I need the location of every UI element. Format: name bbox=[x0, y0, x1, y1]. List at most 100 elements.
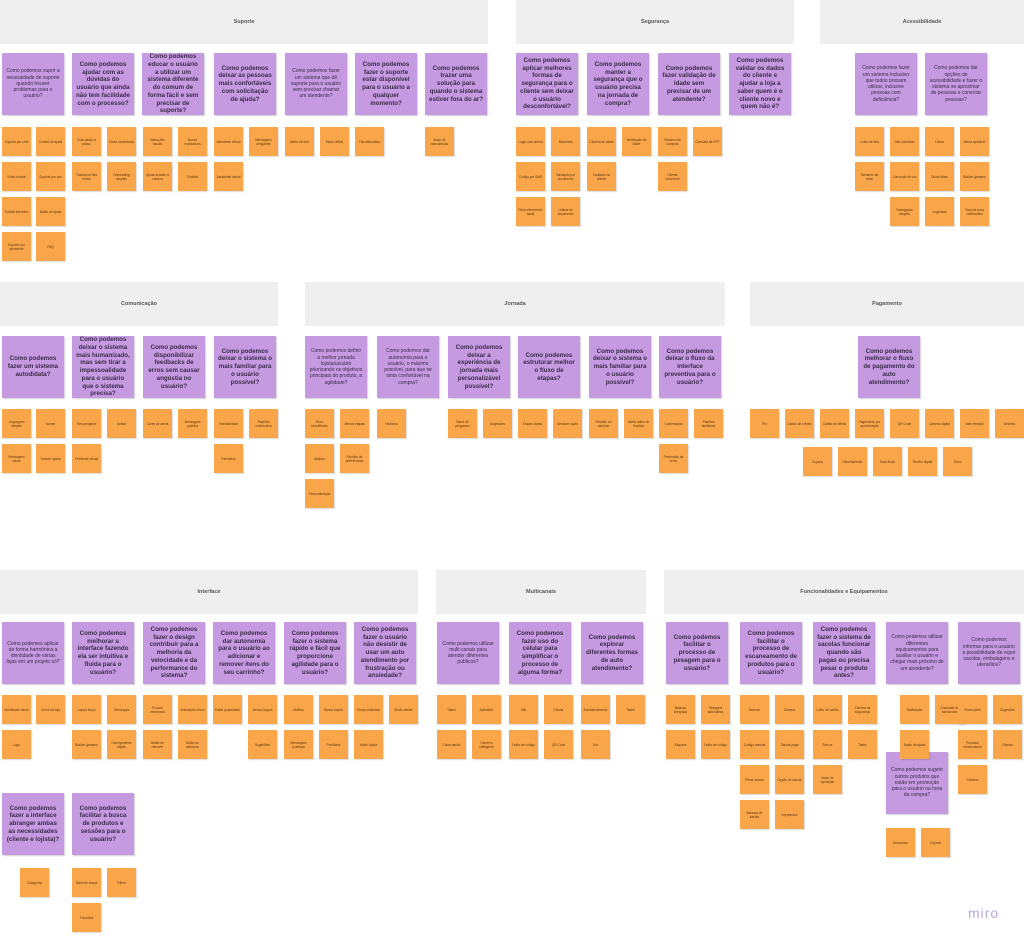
answer-note-pag[interactable]: Recibo digital bbox=[908, 447, 937, 476]
question-note-seg4[interactable]: Como podemos validar os dados do cliente… bbox=[729, 53, 791, 115]
answer-note-int[interactable]: Poucos elementos bbox=[143, 695, 172, 724]
answer-note-sup[interactable]: Guia passo a passo bbox=[72, 127, 101, 156]
question-note-int4[interactable]: Como podemos dar autonomia para o usuári… bbox=[213, 622, 275, 684]
answer-note-fun[interactable]: Balança de sacola bbox=[740, 800, 769, 829]
answer-note-com[interactable]: Avatar bbox=[107, 409, 136, 438]
answer-note-ace[interactable]: Suporte para cadeirantes bbox=[960, 197, 989, 226]
answer-note-fun[interactable]: Totem bbox=[848, 730, 877, 759]
answer-note-sup[interactable]: Ícones explicativos bbox=[178, 127, 207, 156]
answer-note-ace[interactable]: Comando de voz bbox=[890, 162, 919, 191]
question-note-com3[interactable]: Como podemos disponibilizar feedbacks de… bbox=[143, 336, 205, 398]
answer-note-seg[interactable]: Cliente recorrente bbox=[658, 162, 687, 191]
question-note-jor4[interactable]: Como podemos estruturar melhor o fluxo d… bbox=[518, 336, 580, 398]
answer-note-com[interactable]: Linguagem simples bbox=[2, 409, 31, 438]
answer-note-fun[interactable]: Leitor de cartão bbox=[813, 695, 842, 724]
answer-note-fun[interactable]: Balança integrada bbox=[666, 695, 695, 724]
answer-note-sup[interactable]: Suporte por chat bbox=[2, 127, 31, 156]
frame-jornada[interactable]: Jornada bbox=[305, 282, 725, 326]
answer-note-mul[interactable]: Aplicativo bbox=[472, 695, 501, 724]
answer-note-int[interactable]: Mensagens positivas bbox=[284, 730, 313, 759]
answer-note-fun[interactable]: Pesagem automática bbox=[701, 695, 730, 724]
answer-note-int[interactable]: Modo lojista bbox=[354, 730, 383, 759]
answer-note-seg[interactable]: Validação por documento bbox=[551, 162, 580, 191]
answer-note-jor[interactable]: Histórico bbox=[377, 409, 406, 438]
answer-note-pag[interactable]: Cartão de crédito bbox=[785, 409, 814, 438]
frame-pagamento[interactable]: Pagamento bbox=[750, 282, 1024, 326]
answer-note-int[interactable]: Modo cliente bbox=[389, 695, 418, 724]
answer-note-com[interactable]: Tutorial rápido bbox=[36, 444, 65, 473]
answer-note-int[interactable]: Filtros bbox=[107, 868, 136, 897]
answer-note-sup[interactable]: Modo offline bbox=[320, 127, 349, 156]
question-note-int7[interactable]: Como podemos fazer a interface abranger … bbox=[2, 793, 64, 855]
question-note-fun4[interactable]: Como podemos utilizar diferentes equipam… bbox=[886, 622, 948, 684]
question-note-jor5[interactable]: Como podemos deixar o sistema o mais fam… bbox=[589, 336, 651, 398]
answer-note-ace[interactable]: Alto contraste bbox=[890, 127, 919, 156]
answer-note-com[interactable]: Padrões conhecidos bbox=[249, 409, 278, 438]
answer-note-fun[interactable]: Descontos bbox=[886, 828, 915, 857]
answer-note-sup[interactable]: Ajuda durante a compra bbox=[143, 162, 172, 191]
answer-note-fun[interactable]: Produtos relacionados bbox=[958, 730, 987, 759]
answer-note-int[interactable]: Menos toques bbox=[248, 695, 277, 724]
frame-interface[interactable]: Interface bbox=[0, 570, 418, 614]
answer-note-sup[interactable]: Vídeo tutorial bbox=[2, 162, 31, 191]
question-note-com2[interactable]: Como podemos deixar o sistema mais human… bbox=[72, 336, 134, 398]
answer-note-pag[interactable]: Carteira digital bbox=[925, 409, 954, 438]
answer-note-seg[interactable]: Consulta de CPF bbox=[693, 127, 722, 156]
answer-note-pag[interactable]: Vale refeição bbox=[960, 409, 989, 438]
answer-note-fun[interactable]: Cupons bbox=[921, 828, 950, 857]
answer-note-mul[interactable]: Celular bbox=[544, 695, 573, 724]
question-note-fun5[interactable]: Como podemos informar para o usuário a p… bbox=[958, 622, 1020, 684]
answer-note-fun[interactable]: Botão de ajuda bbox=[900, 730, 929, 759]
answer-note-int[interactable]: Feedback bbox=[319, 730, 348, 759]
question-note-int6[interactable]: Como podemos fazer o usuário não desisti… bbox=[354, 622, 416, 684]
answer-note-mul[interactable]: QR Code bbox=[544, 730, 573, 759]
answer-note-fun[interactable]: Scanner bbox=[740, 695, 769, 724]
question-note-sup2[interactable]: Como podemos ajudar com as dúvidas do us… bbox=[72, 53, 134, 115]
question-note-int2[interactable]: Como podemos melhorar a interface fazend… bbox=[72, 622, 134, 684]
answer-note-int[interactable]: Hierarquia bbox=[107, 695, 136, 724]
answer-note-sup[interactable]: Tutorial na tela inicial bbox=[72, 162, 101, 191]
answer-note-int[interactable]: Logo bbox=[2, 730, 31, 759]
answer-note-pag[interactable]: Pix bbox=[750, 409, 779, 438]
answer-note-jor[interactable]: Alerta antes de finalizar bbox=[624, 409, 653, 438]
answer-note-mul[interactable]: Caixa rápido bbox=[437, 730, 466, 759]
answer-note-mul[interactable]: Voz bbox=[581, 730, 610, 759]
answer-note-jor[interactable]: Menos etapas bbox=[340, 409, 369, 438]
question-note-sup1[interactable]: Como podemos suprir a necessidade de sup… bbox=[2, 53, 64, 115]
answer-note-pag[interactable]: Cartão de débito bbox=[820, 409, 849, 438]
answer-note-jor[interactable]: Etapas claras bbox=[518, 409, 547, 438]
frame-funcionalidades[interactable]: Funcionalidades e Equipamentos bbox=[664, 570, 1024, 614]
answer-note-fun[interactable]: Código manual bbox=[740, 730, 769, 759]
answer-note-com[interactable]: Feedback visual bbox=[72, 444, 101, 473]
answer-note-com[interactable]: Mensagem positiva bbox=[178, 409, 207, 438]
answer-note-seg[interactable]: Cadastro do cliente bbox=[587, 162, 616, 191]
question-note-sup5[interactable]: Como podemos fazer um sistema que dê sup… bbox=[285, 53, 347, 115]
answer-note-ace[interactable]: Botões grandes bbox=[960, 162, 989, 191]
answer-note-seg[interactable]: Biometria bbox=[551, 127, 580, 156]
answer-note-pag[interactable]: Parcelamento bbox=[838, 447, 867, 476]
answer-note-int[interactable]: Botão de adicionar bbox=[178, 730, 207, 759]
question-note-fun3[interactable]: Como podemos fazer o sistema de sacolas … bbox=[813, 622, 875, 684]
question-note-seg3[interactable]: Como podemos fazer validação de idade se… bbox=[658, 53, 720, 115]
answer-note-int[interactable]: Botão de remover bbox=[143, 730, 172, 759]
question-note-seg2[interactable]: Como podemos manter a segurança que o us… bbox=[587, 53, 649, 115]
answer-note-mul[interactable]: Autoatendimento bbox=[581, 695, 610, 724]
question-note-mul1[interactable]: Como podemos utilizar multi canais para … bbox=[437, 622, 499, 684]
answer-note-seg[interactable]: Reconhecimento facial bbox=[516, 197, 545, 226]
answer-note-int[interactable]: Layout limpo bbox=[72, 695, 101, 724]
answer-note-seg[interactable]: Login com senha bbox=[516, 127, 545, 156]
answer-note-com[interactable]: Ícones bbox=[36, 409, 65, 438]
answer-note-sup[interactable]: Assistente virtual bbox=[214, 162, 243, 191]
answer-note-fun[interactable]: Aviso de reposição bbox=[813, 765, 842, 794]
answer-note-pag[interactable]: Troco bbox=[943, 447, 972, 476]
answer-note-ace[interactable]: Altura ajustável bbox=[960, 127, 989, 156]
question-note-jor6[interactable]: Como podemos deixar o fluxo da interface… bbox=[659, 336, 721, 398]
answer-note-mul[interactable]: Totem bbox=[437, 695, 466, 724]
answer-note-ace[interactable]: Navegação simples bbox=[890, 197, 919, 226]
question-note-sup7[interactable]: Como podemos trazer uma solução para qua… bbox=[425, 53, 487, 115]
answer-note-jor[interactable]: Atalhos bbox=[305, 444, 334, 473]
answer-note-int[interactable]: Sugestões bbox=[248, 730, 277, 759]
answer-note-com[interactable]: Exemplos bbox=[214, 444, 243, 473]
frame-seguranca[interactable]: Segurança bbox=[516, 0, 794, 44]
answer-note-mul[interactable]: Site bbox=[509, 695, 538, 724]
